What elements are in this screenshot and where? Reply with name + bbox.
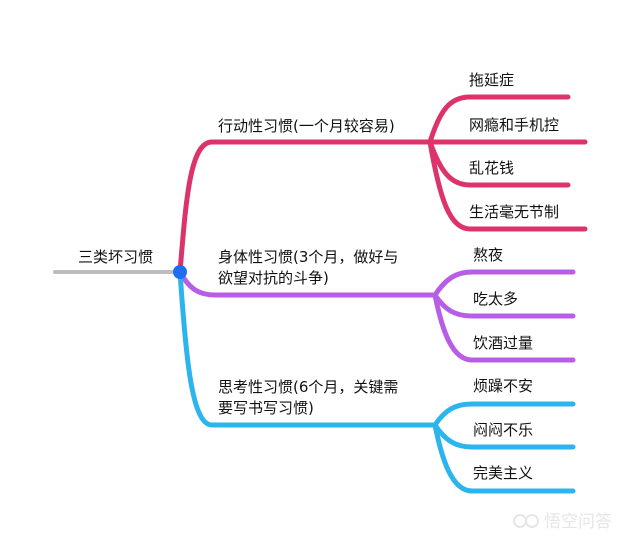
watermark-text: 悟空问答 (544, 512, 612, 532)
leaf-label[interactable]: 烦躁不安 (473, 377, 533, 395)
leaf-label[interactable]: 完美主义 (473, 464, 533, 482)
leaf-label[interactable]: 网瘾和手机控 (469, 116, 559, 134)
leaf-label[interactable]: 熬夜 (473, 246, 503, 264)
leaf-connector (427, 94, 571, 145)
branch-label[interactable]: 思考性习惯(6个月，关键需要写书写习惯) (218, 378, 398, 417)
branch-thinking-habits (177, 269, 576, 494)
leaf-label[interactable]: 饮酒过量 (473, 334, 533, 352)
branch-connector (177, 139, 433, 275)
leaf-label[interactable]: 闷闷不乐 (473, 421, 533, 439)
leaf-label[interactable]: 生活毫无节制 (469, 203, 559, 221)
watermark: 悟空问答 (513, 512, 612, 532)
watermark-logo-icon (525, 514, 539, 528)
leaf-connector (432, 401, 576, 428)
leaf-connector (432, 269, 576, 298)
leaf-connector (432, 292, 576, 363)
root-node-label[interactable]: 三类坏习惯 (78, 248, 153, 266)
leaf-connector (432, 422, 576, 494)
leaf-label[interactable]: 乱花钱 (469, 159, 514, 177)
branch-label[interactable]: 行动性习惯(一个月较容易) (218, 117, 395, 135)
leaf-label[interactable]: 拖延症 (469, 71, 514, 89)
leaf-connector (427, 139, 588, 232)
branch-connector (177, 269, 438, 428)
branch-label[interactable]: 身体性习惯(3个月，做好与欲望对抗的斗争) (218, 248, 398, 287)
leaf-label[interactable]: 吃太多 (473, 290, 518, 308)
branch-action-habits (177, 94, 588, 275)
watermark-logo-icon (513, 514, 527, 528)
root-dot[interactable] (173, 265, 187, 279)
